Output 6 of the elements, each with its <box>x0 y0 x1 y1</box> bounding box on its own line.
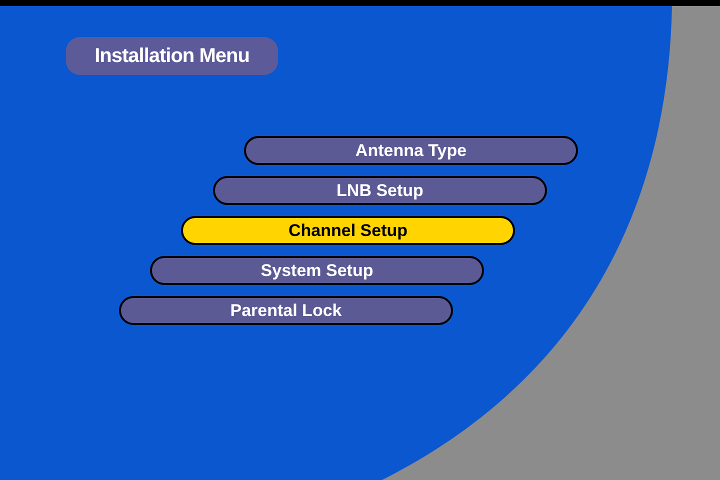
title-text: Installation Menu <box>94 44 250 69</box>
selected-menu-item: Channel Setup <box>181 216 515 245</box>
menu-item: LNB Setup <box>213 176 547 205</box>
menu-item: Parental Lock <box>119 296 453 325</box>
menu-item: System Setup <box>150 256 484 285</box>
menu-item: Antenna Type <box>244 136 578 165</box>
